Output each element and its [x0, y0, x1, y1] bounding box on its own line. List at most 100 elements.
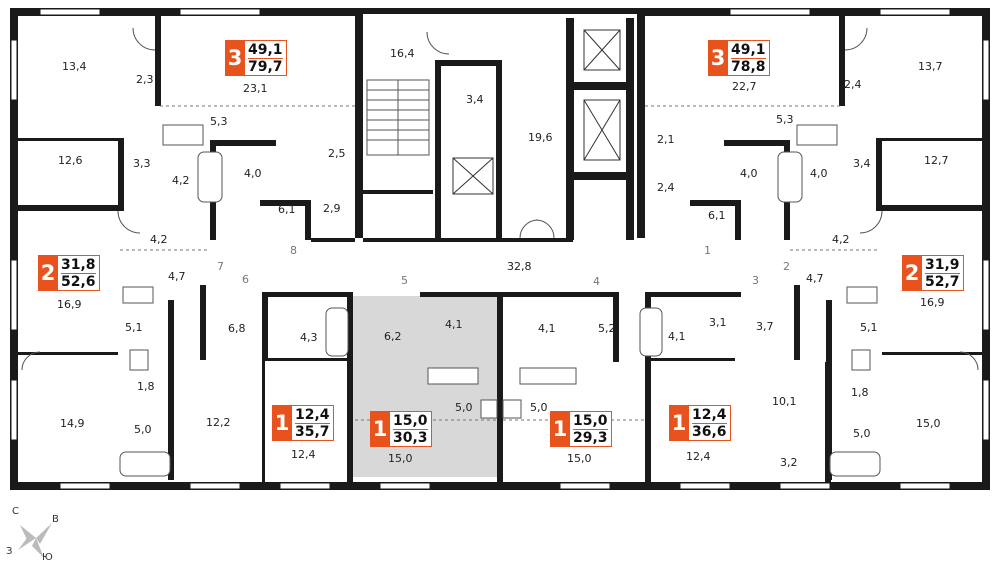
room-count: 2: [902, 255, 922, 291]
zone-separators: [120, 105, 880, 421]
living-area: 31,8: [61, 256, 96, 273]
room-area: 15,0: [916, 417, 941, 430]
room-area: 5,3: [776, 113, 794, 126]
room-count: 1: [370, 411, 390, 447]
room-area: 4,2: [150, 233, 168, 246]
bathtubs: [119, 151, 881, 477]
room-area: 3,4: [466, 93, 484, 106]
compass: С В З Ю: [6, 506, 76, 568]
selected-apartment-fill: [353, 296, 497, 477]
room-area: 4,2: [172, 174, 190, 187]
door-number: 1: [704, 244, 711, 257]
room-area: 16,4: [390, 47, 415, 60]
compass-west: З: [6, 546, 13, 557]
room-area: 15,0: [567, 452, 592, 465]
door-number: 3: [752, 274, 759, 287]
living-area: 15,0: [573, 412, 608, 429]
door-number: 7: [217, 260, 224, 273]
room-count: 1: [272, 405, 292, 441]
room-count: 2: [38, 255, 58, 291]
room-area: 2,1: [657, 133, 675, 146]
room-area: 2,9: [323, 202, 341, 215]
room-area: 4,1: [445, 318, 463, 331]
room-area: 6,2: [384, 330, 402, 343]
compass-north: С: [12, 506, 19, 517]
room-area: 6,8: [228, 322, 246, 335]
kitchen-blocks: [122, 124, 878, 419]
room-area: 5,0: [455, 401, 473, 414]
room-area: 6,1: [708, 209, 726, 222]
total-area: 52,7: [925, 272, 960, 290]
room-area: 13,4: [62, 60, 87, 73]
room-area: 15,0: [388, 452, 413, 465]
room-area: 4,0: [810, 167, 828, 180]
compass-east: В: [52, 514, 59, 525]
room-area: 4,1: [538, 322, 556, 335]
room-count: 1: [669, 405, 689, 441]
living-area: 31,9: [925, 256, 960, 273]
room-area: 4,0: [740, 167, 758, 180]
room-area: 22,7: [732, 80, 757, 93]
room-area: 4,7: [806, 272, 824, 285]
living-area: 49,1: [731, 41, 766, 58]
compass-south: Ю: [42, 552, 53, 563]
total-area: 36,6: [692, 422, 727, 440]
room-area: 4,7: [168, 270, 186, 283]
room-area: 2,4: [844, 78, 862, 91]
room-area: 5,2: [598, 322, 616, 335]
room-area: 6,1: [278, 203, 296, 216]
room-area: 12,4: [686, 450, 711, 463]
room-area: 12,6: [58, 154, 83, 167]
living-area: 12,4: [692, 406, 727, 423]
room-area: 3,2: [780, 456, 798, 469]
room-area: 12,4: [291, 448, 316, 461]
room-area: 1,8: [851, 386, 869, 399]
total-area: 29,3: [573, 428, 608, 446]
room-labels: 13,4 2,3 23,1 16,4 3,4 19,6 22,7 2,4 13,…: [57, 47, 949, 469]
room-area: 10,1: [772, 395, 797, 408]
room-area: 16,9: [920, 296, 945, 309]
total-area: 35,7: [295, 422, 330, 440]
room-area: 2,4: [657, 181, 675, 194]
room-area: 5,1: [860, 321, 878, 334]
room-area: 19,6: [528, 131, 553, 144]
room-area: 16,9: [57, 298, 82, 311]
door-number: 4: [593, 275, 600, 288]
room-area: 5,1: [125, 321, 143, 334]
room-area: 1,8: [137, 380, 155, 393]
total-area: 78,8: [731, 57, 766, 75]
staircase: [366, 79, 430, 156]
room-area: 5,0: [530, 401, 548, 414]
room-area: 23,1: [243, 82, 268, 95]
room-area: 5,3: [210, 115, 228, 128]
room-area: 13,7: [918, 60, 943, 73]
room-area: 4,2: [832, 233, 850, 246]
door-swings: [21, 27, 979, 371]
door-number: 2: [783, 260, 790, 273]
windows: [10, 8, 990, 490]
interior-walls: [18, 16, 982, 482]
door-numbers: 1 2 3 4 5 6 7 8: [217, 244, 790, 288]
room-area: 5,0: [134, 423, 152, 436]
room-area: 4,3: [300, 331, 318, 344]
room-area: 4,0: [244, 167, 262, 180]
door-number: 5: [401, 274, 408, 287]
room-area: 12,2: [206, 416, 231, 429]
room-area: 4,1: [668, 330, 686, 343]
room-count: 3: [225, 40, 245, 76]
compass-rose-icon: [18, 523, 52, 558]
room-count: 1: [550, 411, 570, 447]
elevator-shafts: [452, 29, 621, 195]
room-area: 3,7: [756, 320, 774, 333]
room-area: 2,5: [328, 147, 346, 160]
living-area: 49,1: [248, 41, 283, 58]
room-area: 12,7: [924, 154, 949, 167]
